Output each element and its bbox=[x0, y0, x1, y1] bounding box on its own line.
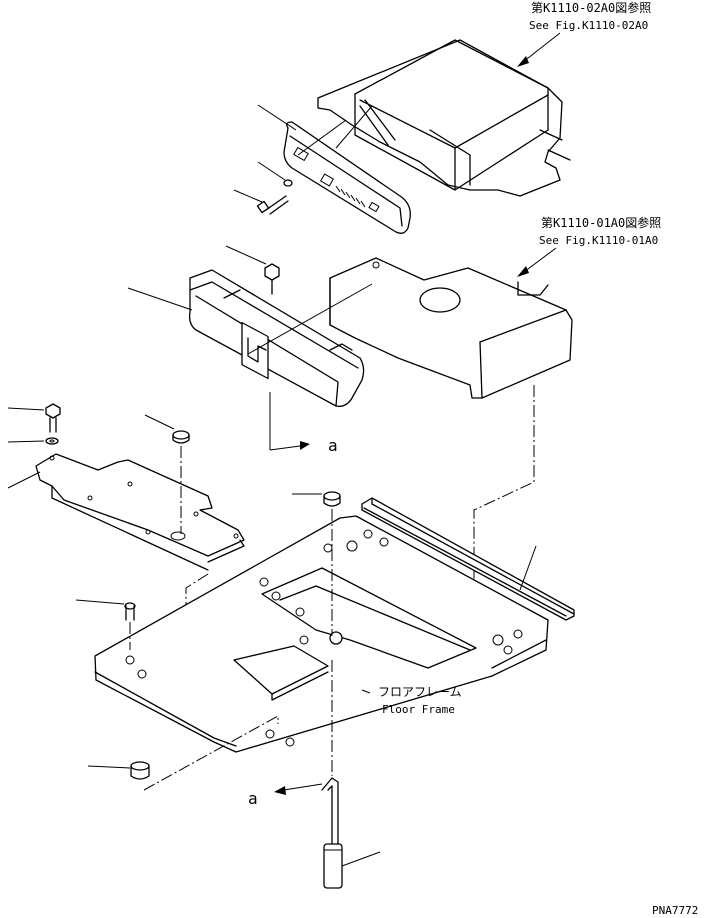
monitor-screw bbox=[256, 195, 289, 215]
floor-reference-arrow bbox=[517, 247, 557, 277]
upper-cab-panel bbox=[317, 39, 571, 197]
leader-plug bbox=[143, 715, 279, 791]
floor-frame bbox=[94, 515, 549, 753]
seat-rail bbox=[361, 497, 575, 621]
floor-frame-label-en: Floor Frame bbox=[382, 703, 455, 716]
floor-frame-grommet bbox=[323, 491, 341, 636]
floor-frame-label-tick bbox=[361, 689, 371, 694]
floor-frame-holes bbox=[125, 529, 523, 747]
monitor-washer bbox=[283, 179, 293, 187]
side-cover-washer bbox=[45, 437, 59, 445]
console-bolt bbox=[264, 263, 280, 295]
monitor-panel bbox=[283, 121, 411, 234]
side-cover-grommet bbox=[172, 430, 190, 534]
callout-a-upper: a bbox=[328, 436, 338, 455]
floor-cover-plate bbox=[329, 257, 573, 399]
drawing-number: PNA7772 bbox=[652, 904, 698, 917]
hook-rod bbox=[321, 660, 343, 889]
cab-reference-jp: 第K1110-02A0図参照 bbox=[531, 0, 651, 15]
left-side-cover-plate bbox=[35, 453, 245, 571]
callout-a-upper-lines bbox=[269, 392, 310, 451]
monitor-indicator-lamps bbox=[335, 185, 366, 208]
cab-reference-en: See Fig.K1110-02A0 bbox=[529, 19, 648, 32]
side-cover-bolt bbox=[45, 403, 61, 433]
cab-reference-arrow bbox=[517, 32, 561, 67]
floor-frame-label-jp: フロアフレーム bbox=[378, 685, 462, 699]
part-leader-lines bbox=[7, 104, 537, 867]
callout-a-lower: a bbox=[248, 789, 258, 808]
floor-reference-jp: 第K1110-01A0図参照 bbox=[541, 215, 661, 230]
leader-floor-cover bbox=[473, 385, 535, 640]
floor-frame-plug bbox=[130, 761, 150, 780]
callout-a-lower-lines bbox=[274, 783, 323, 795]
floor-reference-en: See Fig.K1110-01A0 bbox=[539, 234, 658, 247]
floor-frame-pin bbox=[124, 602, 136, 650]
